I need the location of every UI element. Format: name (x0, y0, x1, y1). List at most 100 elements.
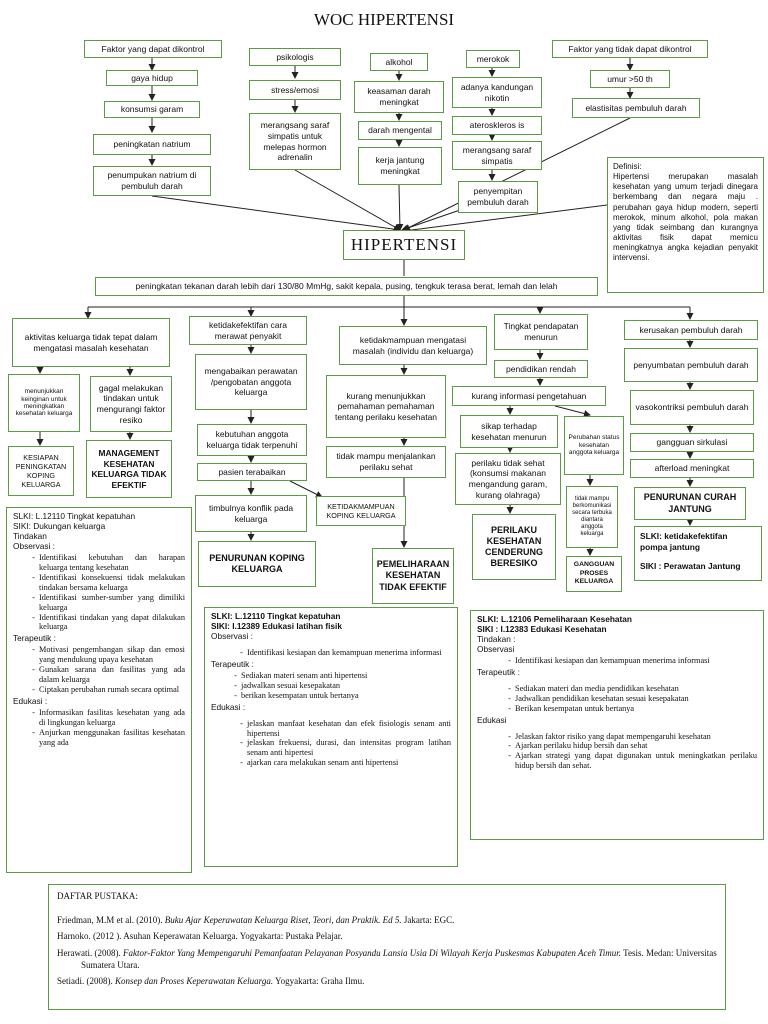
panel2-edu-item: ajarkan cara melakukan senam anti hipert… (247, 758, 451, 768)
branch3-head: ketidakmampuan mengatasi masalah (indivi… (339, 326, 487, 365)
branch4-lack-information: kurang informasi pengetahuan (452, 386, 606, 406)
intervention-panel-1: SLKI: L.12110 Tingkat kepatuhan SIKI: Du… (6, 507, 192, 873)
branch4-status-change: Perubahan status kesehatan anggota kelua… (564, 416, 624, 475)
diagram-title: WOC HIPERTENSI (313, 10, 455, 29)
panel1-slki: SLKI: L.12110 Tingkat kepatuhan (13, 511, 136, 521)
branch3-cannot-healthy-behavior: tidak mampu menjalankan perilaku sehat (326, 446, 446, 478)
branch4-low-education: pendidikan rendah (494, 360, 588, 378)
panel2-terapeutik: Terapeutik : (211, 658, 254, 669)
panel1-obs-item: Identifikasi sumber-sumber yang dimiliki… (39, 593, 185, 613)
dx-risky-health-behavior: PERILAKU KESEHATAN CENDERUNG BERESIKO (472, 514, 556, 580)
panel2-obs-item: Identifikasi kesiapan dan kemampuan mene… (247, 648, 451, 658)
branch5-siki: SIKI : Perawatan Jantung (640, 561, 741, 571)
panel1-obs-item: Identifikasi tindakan yang dapat dilakuk… (39, 613, 185, 633)
dx-health-maintenance-ineffective: PEMELIHARAAN KESEHATAN TIDAK EFEKTIF (372, 548, 454, 604)
panel2-ter-item: Sediakan materi senam anti hipertensi (241, 671, 451, 681)
panel1-edu-item: Informasikan fasilitas kesehatan yang ad… (39, 708, 185, 728)
branch2-head: ketidakefektifan cara merawat penyakit (189, 316, 307, 345)
reference-item: Friedman, M.M et al. (2010). Buku Ajar K… (57, 914, 455, 925)
branch4-head: Tingkat pendapatan menurun (494, 314, 588, 350)
panel2-edu-item: jelaskan manfaat kesehatan dan efek fisi… (247, 719, 451, 739)
dx-family-coping-decline: PENURUNAN KOPING KELUARGA (198, 541, 316, 587)
panel3-edu-item: Ajarkan strategi yang dapat digunakan un… (515, 751, 757, 771)
node-sympathetic-stimulation: merangsang saraf simpatis (452, 141, 542, 170)
reference-item: Harnoko. (2012 ). Asuhan Keperawatan Kel… (57, 931, 343, 942)
dx-cardiac-output-decrease: PENURUNAN CURAH JANTUNG (634, 487, 746, 520)
node-blood-thickens: darah mengental (358, 121, 442, 140)
branch4-communication-issue: tidak mampu berkomunikasi secara terbuka… (566, 486, 618, 548)
node-sympathetic-adrenalin: merangsang saraf simpatis untuk melepas … (249, 113, 341, 170)
node-nicotine: adanya kandungan nikotin (452, 77, 542, 108)
factor-psychological: psikologis (249, 48, 341, 66)
panel1-ter-item: Gunakan sarana dan fasilitas yang ada da… (39, 665, 185, 685)
panel1-terapeutik: Terapeutik : (13, 633, 56, 644)
branch5-circulation-disorder: gangguan sirkulasi (630, 433, 754, 452)
reference-item: Herawati. (2008). Faktor-Faktor Yang Mem… (57, 948, 717, 970)
central-node-hypertension: HIPERTENSI (343, 230, 465, 260)
factor-alcohol: alkohol (370, 53, 428, 71)
panel2-edukasi: Edukasi : (211, 701, 246, 712)
panel1-obs-item: Identifikasi konsekuensi tidak melakukan… (39, 573, 185, 593)
branch2-neglect-care: mengabaikan perawatan /pengobatan anggot… (195, 354, 307, 410)
panel1-observasi: Observasi : (13, 540, 55, 551)
node-sodium-increase: peningkatan natrium (93, 134, 211, 155)
panel1-edu-item: Anjurkan menggunakan fasilitas kesehatan… (39, 728, 185, 748)
node-age: umur >50 th (590, 70, 670, 88)
node-vessel-elasticity: elastisitas pembuluh darah (572, 98, 700, 118)
dx-coping-readiness: KESIAPAN PENINGKATAN KOPING KELUARGA (8, 446, 74, 496)
panel3-ter-item: Berikan kesempatan untuk bertanya (515, 704, 757, 714)
branch2-needs-unmet: kebutuhan anggota keluarga tidak terpenu… (197, 424, 307, 456)
branch5-afterload-increase: afterload meningkat (630, 459, 754, 478)
panel1-ter-item: Motivasi pengembangan sikap dan emosi ya… (39, 645, 185, 665)
panel3-edu-item: Ajarkan perilaku hidup bersih dan sehat (515, 741, 757, 751)
panel2-observasi: Observasi : (211, 630, 253, 641)
node-blood-acidity: keasaman darah meningkat (354, 81, 444, 113)
panel3-edukasi: Edukasi (477, 714, 507, 725)
factor-uncontrollable: Faktor yang tidak dapat dikontrol (552, 40, 708, 58)
node-sodium-buildup: penumpukan natrium di pembuluh darah (93, 166, 211, 196)
symptoms-box: peningkatan tekanan darah lebih dari 130… (95, 277, 598, 296)
panel1-tindakan: Tindakan (13, 530, 47, 541)
factor-smoking: merokok (466, 50, 520, 68)
panel1-siki: SIKI: Dukungan keluarga (13, 520, 106, 531)
panel1-edukasi: Edukasi : (13, 696, 48, 707)
panel3-edu-item: Jelaskan faktor risiko yang dapat mempen… (515, 732, 757, 742)
panel2-edu-item: jelaskan frekuensi, durasi, dan intensit… (247, 738, 451, 758)
dx-family-health-management: MANAGEMENT KESEHATAN KELUARGA TIDAK EFEK… (86, 440, 172, 498)
panel3-ter-item: Sediakan materi dan media pendidikan kes… (515, 684, 757, 694)
branch5-blockage: penyumbatan pembuluh darah (624, 348, 758, 382)
branch2-patient-neglected: pasien terabaikan (197, 463, 307, 481)
node-atherosclerosis: ateroskleros is (452, 116, 542, 135)
node-stress: stress/emosi (249, 80, 341, 100)
panel1-ter-item: Ciptakan perubahan rumah secara optimal (39, 685, 185, 695)
panel3-slki: SLKI: L.12106 Pemeliharaan Kesehatan (477, 614, 632, 624)
panel3-obs-item: Identifikasi kesiapan dan kemampuan mene… (515, 656, 757, 666)
branch1-fail-action: gagal melakukan tindakan untuk mengurang… (90, 376, 172, 432)
references-box: DAFTAR PUSTAKA: Friedman, M.M et al. (20… (48, 884, 726, 1010)
intervention-panel-2: SLKI: L.12110 Tingkat kepatuhan SIKI: I.… (204, 607, 458, 867)
definition-box: Definisi: Hipertensi merupakan masalah k… (607, 157, 764, 293)
branch1-desire-improve: menunjukkan keinginan untuk meningkatkan… (8, 374, 80, 432)
branch5-slki: SLKI: ketidakefektifan pompa jantung (640, 531, 728, 552)
branch1-head: aktivitas keluarga tidak tepat dalam men… (12, 318, 170, 367)
panel2-ter-item: berikan kesempatan untuk bertanya (241, 691, 451, 701)
panel1-obs-item: Identifikasi kebutuhan dan harapan kelua… (39, 553, 185, 573)
panel3-tindakan: Tindakan : (477, 633, 516, 644)
branch5-vasoconstriction: vasokontriksi pembuluh darah (630, 390, 754, 425)
branch4-attitude-decline: sikap terhadap kesehatan menurun (460, 415, 558, 448)
node-lifestyle: gaya hidup (106, 70, 198, 86)
references-title: DAFTAR PUSTAKA: (57, 891, 138, 901)
panel3-siki: SIKI : I.12383 Edukasi Kesehatan (477, 623, 607, 634)
reference-item: Setiadi. (2008). Konsep dan Proses Keper… (57, 976, 365, 987)
node-heart-workload: kerja jantung meningkat (358, 147, 442, 185)
branch2-family-conflict: timbulnya konflik pada keluarga (195, 495, 307, 532)
node-vessel-narrowing: penyempitan pembuluh darah (458, 181, 538, 213)
branch4-unhealthy-behavior: perilaku tidak sehat (konsumsi makanan m… (455, 453, 561, 505)
dx-coping-inability: KETIDAKMAMPUAN KOPING KELUARGA (316, 496, 406, 526)
branch5-slki-siki: SLKI: ketidakefektifan pompa jantung SIK… (634, 526, 762, 581)
branch5-head: kerusakan pembuluh darah (624, 320, 758, 340)
node-salt-consumption: konsumsi garam (104, 101, 200, 118)
dx-family-process-disruption: GANGGUAN PROSES KELUARGA (566, 556, 622, 592)
panel3-terapeutik: Terapeutik : (477, 666, 520, 677)
